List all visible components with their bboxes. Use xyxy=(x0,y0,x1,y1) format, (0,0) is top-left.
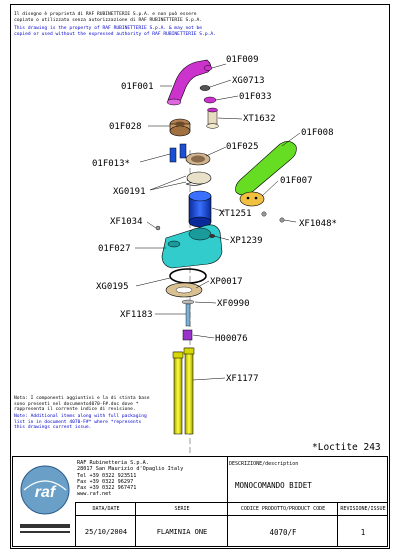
label-01F008: 01F008 xyxy=(301,128,334,138)
nut-part xyxy=(169,118,191,137)
base-oring-part xyxy=(169,268,207,284)
spacer-part xyxy=(203,96,217,104)
screw-part xyxy=(206,107,219,129)
bottom-note-italian: Nota: I componenti aggiuntivi e la di st… xyxy=(14,396,150,413)
code-value: 4070/F xyxy=(269,528,297,537)
label-XP0017: XP0017 xyxy=(210,277,243,287)
hoses-part xyxy=(172,347,195,435)
ownership-notice-italian: Il disegno è proprietà di RAF RUBINETTER… xyxy=(14,12,203,23)
raf-logo: raf xyxy=(16,460,74,545)
stud-nut-part xyxy=(182,329,193,341)
base-plate-part xyxy=(165,282,203,298)
pins-part xyxy=(169,143,187,163)
cover-part xyxy=(235,141,297,196)
label-01F028: 01F028 xyxy=(109,122,142,132)
label-XF1034: XF1034 xyxy=(110,217,143,227)
label-XF0990: XF0990 xyxy=(217,299,250,309)
code-label: CODICE PRODOTTO/PRODUCT CODE xyxy=(240,506,326,512)
label-XF1177: XF1177 xyxy=(226,374,259,384)
date-value: 25/10/2004 xyxy=(84,528,128,536)
exploded-view-diagram: 01F009 01F001 XG0713 01F033 01F028 XT163… xyxy=(92,55,337,454)
description-value: MONOCOMANDO BIDET xyxy=(235,481,312,490)
label-XG0195: XG0195 xyxy=(96,282,129,292)
cartridge-top-part xyxy=(186,171,212,185)
company-info: RAF Rubinetteria S.p.A. 28017 San Mauriz… xyxy=(77,460,184,498)
plug-part xyxy=(203,65,213,71)
bottom-note-english: Note: Additional items along with full p… xyxy=(14,414,147,431)
label-01F001: 01F001 xyxy=(121,82,154,92)
label-XG0191: XG0191 xyxy=(113,187,146,197)
label-01F007: 01F007 xyxy=(280,176,313,186)
label-XG0713: XG0713 xyxy=(232,76,265,86)
oring-part xyxy=(199,85,211,91)
date-label: DATA/DATE xyxy=(92,506,120,512)
revision-label: REVISIONE/ISSUE xyxy=(340,506,386,512)
label-01F009: 01F009 xyxy=(226,55,259,65)
cap-part xyxy=(239,191,265,207)
washer-part xyxy=(181,299,195,305)
revision-value: 1 xyxy=(360,528,366,537)
label-01F025: 01F025 xyxy=(226,142,259,152)
label-XT1632: XT1632 xyxy=(243,114,276,124)
cartridge-part xyxy=(188,190,212,228)
gasket-part xyxy=(209,234,215,238)
drawing-frame xyxy=(10,4,390,549)
svg-text:raf: raf xyxy=(35,484,57,501)
label-XF1183: XF1183 xyxy=(120,310,153,320)
label-XF1048: XF1048* xyxy=(299,219,337,229)
label-XT1251: XT1251 xyxy=(219,209,252,219)
leader-lines xyxy=(135,63,301,381)
label-01F027: 01F027 xyxy=(98,244,131,254)
description-label: DESCRIZIONE/description xyxy=(229,461,299,467)
ownership-notice-english: This drawing is the property of RAF RUBI… xyxy=(14,26,216,37)
title-block: raf RAF Rubinetteria S.p.A. 28017 San Ma… xyxy=(12,456,388,547)
label-01F013: 01F013* xyxy=(92,159,130,169)
small-screw-part xyxy=(261,211,285,223)
loctite-note: *Loctite 243 xyxy=(312,442,381,453)
series-label: SERIE xyxy=(174,506,190,512)
label-H00076: H00076 xyxy=(215,334,248,344)
ring-part xyxy=(185,152,211,166)
grub-screw-part xyxy=(155,225,161,231)
series-value: FLAMINIA ONE xyxy=(156,528,208,536)
label-XP1239: XP1239 xyxy=(230,236,263,246)
label-01F033: 01F033 xyxy=(239,92,272,102)
mixer-body-part xyxy=(161,224,223,269)
stud-part xyxy=(185,303,191,327)
